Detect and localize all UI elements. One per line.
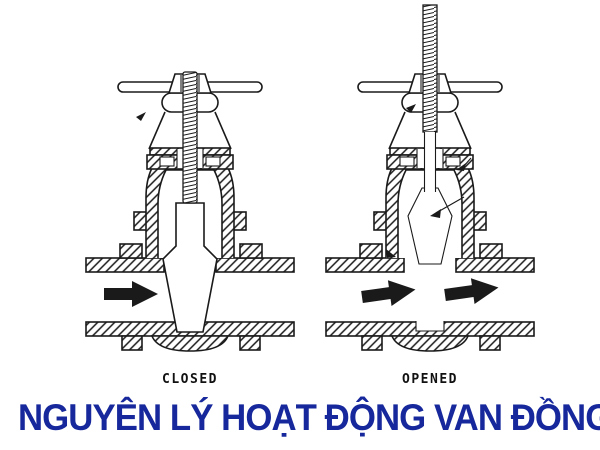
yoke <box>388 111 472 150</box>
flange-bolt-inset <box>445 156 461 167</box>
flow-arrow-icon <box>104 281 158 307</box>
pipe-flange-lug <box>359 243 383 259</box>
diagram-title: NGUYÊN LÝ HOẠT ĐỘNG VAN ĐỒNG <box>18 397 600 438</box>
annotation-arrow-icon <box>456 163 466 171</box>
pipe-flange-lug <box>479 243 503 259</box>
flange-bolt-inset <box>205 156 221 167</box>
pipe-flange-lug <box>119 243 143 259</box>
pipe-body <box>325 243 535 352</box>
pipe-top-wall <box>455 257 535 273</box>
gate-wedge-closed <box>162 202 218 333</box>
annotation-arrow-icon <box>136 112 146 121</box>
pipe-top-wall <box>325 257 405 273</box>
valve-state-label: OPENED <box>402 372 458 387</box>
pipe-flange-lug <box>121 335 143 351</box>
flange-bolt-inset <box>159 156 175 167</box>
closed-valve-diagram: CLOSED <box>85 71 295 387</box>
pipe-top-wall <box>215 257 295 273</box>
gate-wedge-raised <box>407 187 453 265</box>
flow-arrow-icon <box>443 274 501 308</box>
stem-threaded <box>182 71 198 204</box>
yoke <box>148 111 232 150</box>
flow-arrow-icon <box>360 276 418 310</box>
flange-bolt-inset <box>399 156 415 167</box>
annotation-arrows <box>386 104 472 258</box>
pipe-flange-lug <box>479 335 501 351</box>
annotation-arrow-icon <box>406 104 416 113</box>
opened-valve-diagram: OPENED <box>325 4 535 387</box>
annotation-arrow-icon <box>430 209 441 218</box>
seat-sump <box>390 335 470 352</box>
seat-notch <box>415 321 445 332</box>
valve-state-label: CLOSED <box>162 372 218 387</box>
pipe-flange-lug <box>361 335 383 351</box>
pipe-flange-lug <box>239 243 263 259</box>
pipe-top-wall <box>85 257 165 273</box>
valve-diagram-canvas: CLOSED <box>85 4 535 387</box>
stem-threaded <box>422 4 438 133</box>
annotation-arrow-icon <box>386 249 396 258</box>
stem-smooth <box>423 132 437 192</box>
pipe-flange-lug <box>239 335 261 351</box>
seat-sump <box>150 335 230 352</box>
